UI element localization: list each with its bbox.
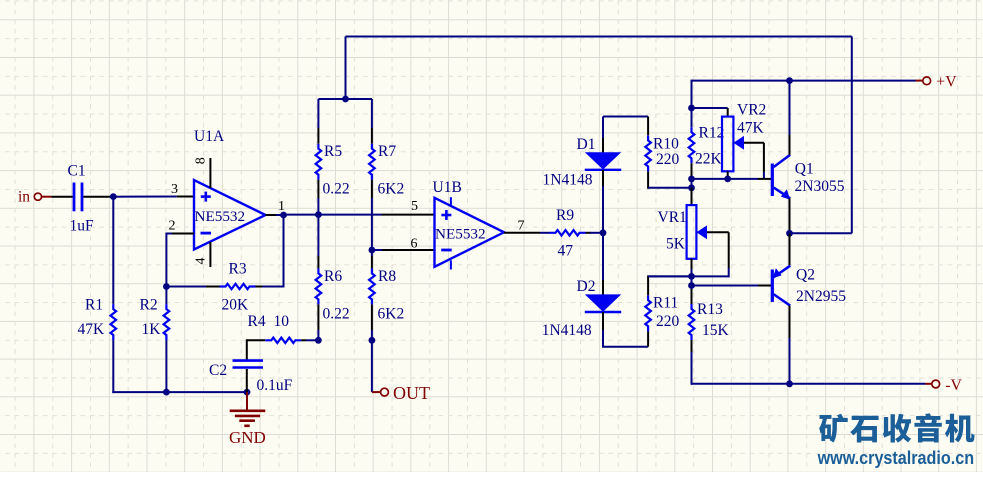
- svg-text:R7: R7: [378, 143, 396, 160]
- svg-text:OUT: OUT: [393, 383, 430, 403]
- svg-text:2N2955: 2N2955: [796, 288, 846, 305]
- svg-text:R13: R13: [697, 301, 723, 318]
- svg-text:R4: R4: [248, 313, 266, 330]
- svg-text:C2: C2: [209, 362, 227, 379]
- svg-text:8: 8: [194, 157, 209, 164]
- svg-text:15K: 15K: [702, 322, 730, 339]
- svg-text:7: 7: [518, 219, 525, 234]
- svg-text:47: 47: [558, 243, 574, 260]
- svg-text:6K2: 6K2: [378, 306, 405, 323]
- svg-text:C1: C1: [68, 163, 86, 180]
- svg-text:GND: GND: [229, 428, 266, 447]
- svg-text:D2: D2: [577, 278, 596, 295]
- svg-text:5K: 5K: [666, 236, 686, 253]
- svg-text:U1B: U1B: [433, 179, 462, 196]
- svg-text:1uF: 1uF: [70, 218, 95, 235]
- svg-text:6K2: 6K2: [378, 181, 405, 198]
- svg-text:22K: 22K: [695, 151, 723, 168]
- svg-text:6: 6: [411, 237, 418, 252]
- svg-text:0.22: 0.22: [323, 306, 350, 323]
- svg-text:47K: 47K: [737, 120, 765, 137]
- svg-text:R8: R8: [378, 268, 396, 285]
- svg-text:R9: R9: [556, 207, 574, 224]
- svg-text:1N4148: 1N4148: [542, 322, 592, 339]
- svg-text:-V: -V: [945, 377, 962, 394]
- svg-text:220: 220: [656, 151, 680, 168]
- svg-text:R5: R5: [324, 143, 342, 160]
- svg-text:U1A: U1A: [194, 128, 225, 145]
- svg-text:R2: R2: [140, 296, 158, 313]
- svg-text:220: 220: [656, 313, 680, 330]
- svg-text:10: 10: [274, 313, 290, 330]
- svg-text:R11: R11: [653, 295, 678, 312]
- svg-text:R10: R10: [653, 136, 679, 153]
- svg-text:R3: R3: [229, 261, 247, 278]
- svg-text:R1: R1: [85, 296, 103, 313]
- svg-text:D1: D1: [577, 136, 596, 153]
- svg-text:NE5532: NE5532: [195, 208, 246, 225]
- svg-text:0.1uF: 0.1uF: [257, 377, 293, 394]
- svg-text:1N4148: 1N4148: [543, 172, 593, 189]
- svg-text:R6: R6: [324, 268, 342, 285]
- svg-text:www.crystalradio.cn: www.crystalradio.cn: [817, 448, 974, 468]
- svg-text:5: 5: [411, 199, 418, 214]
- svg-text:2: 2: [169, 219, 176, 234]
- svg-text:R12: R12: [699, 125, 725, 142]
- svg-text:VR2: VR2: [737, 102, 766, 119]
- svg-text:4: 4: [194, 258, 209, 265]
- svg-text:in: in: [18, 189, 30, 206]
- svg-text:Q1: Q1: [795, 161, 814, 178]
- svg-text:+V: +V: [936, 74, 957, 91]
- svg-text:1K: 1K: [142, 321, 162, 338]
- svg-text:0.22: 0.22: [323, 181, 350, 198]
- svg-text:47K: 47K: [78, 321, 106, 338]
- svg-text:Q2: Q2: [796, 267, 815, 284]
- svg-text:NE5532: NE5532: [435, 225, 486, 242]
- svg-text:VR1: VR1: [658, 209, 687, 226]
- svg-text:3: 3: [171, 182, 178, 197]
- svg-text:20K: 20K: [222, 297, 250, 314]
- svg-text:2N3055: 2N3055: [795, 178, 845, 195]
